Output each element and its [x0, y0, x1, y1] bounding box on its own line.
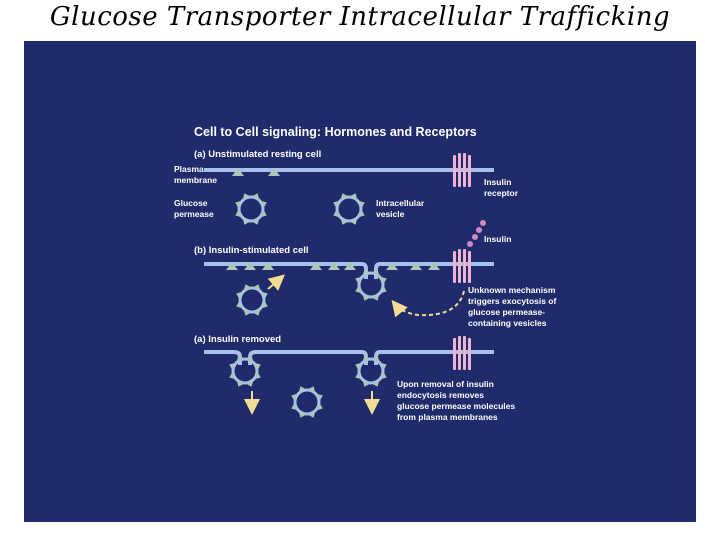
diagram-panel: Cell to Cell signaling: Hormones and Rec… [24, 41, 696, 522]
intracellular-vesicle-label-line1: Intracellular [376, 198, 425, 208]
plasma-membrane-label-line2: membrane [174, 175, 217, 185]
vesicle-b-moving [236, 284, 267, 315]
insulin-label: Insulin [484, 234, 511, 244]
panel-a-label: (a) Unstimulated resting cell [194, 149, 321, 160]
endocytosis-label-line2: endocytosis removes [397, 390, 484, 400]
intracellular-vesicle-label-line2: vesicle [376, 209, 405, 219]
glucose-permease-label-line2: permease [174, 209, 214, 219]
mechanism-label-line4: containing vesicles [468, 318, 547, 328]
slide-title: Glucose Transporter Intracellular Traffi… [0, 2, 720, 32]
vesicle-c-left [229, 355, 260, 386]
vesicle-c-bottom [291, 386, 322, 417]
vesicle-group [229, 193, 386, 417]
endocytosis-label-line4: from plasma membranes [397, 412, 498, 422]
glucose-transporter-diagram: Cell to Cell signaling: Hormones and Rec… [24, 41, 696, 522]
vesicle-b-exocytosing [355, 269, 386, 300]
mechanism-label-line3: glucose permease- [468, 307, 545, 317]
insulin-receptor-label-line1: Insulin [484, 177, 511, 187]
exocytosis-arrow [268, 277, 282, 289]
plasma-membrane-label-line1: Plasma [174, 164, 204, 174]
mechanism-label-line1: Unknown mechanism [468, 285, 556, 295]
plasma-membrane-a [204, 168, 494, 172]
mechanism-label-line2: triggers exocytosis of [468, 296, 557, 306]
permease-vesicle-a-left [235, 193, 266, 224]
glucose-permease-label-line1: Glucose [174, 198, 208, 208]
panel-b-label: (b) Insulin-stimulated cell [194, 245, 309, 256]
panel-c-label: (a) Insulin removed [194, 334, 281, 345]
permease-vesicle-a-right [333, 193, 364, 224]
figure-heading: Cell to Cell signaling: Hormones and Rec… [194, 125, 477, 139]
insulin-receptor-label-line2: receptor [484, 188, 519, 198]
endocytosis-label-line3: glucose permease molecules [397, 401, 515, 411]
recycling-dashed-arrow [394, 291, 464, 315]
endocytosis-label-line1: Upon removal of insulin [397, 379, 494, 389]
vesicle-c-right [355, 355, 386, 386]
